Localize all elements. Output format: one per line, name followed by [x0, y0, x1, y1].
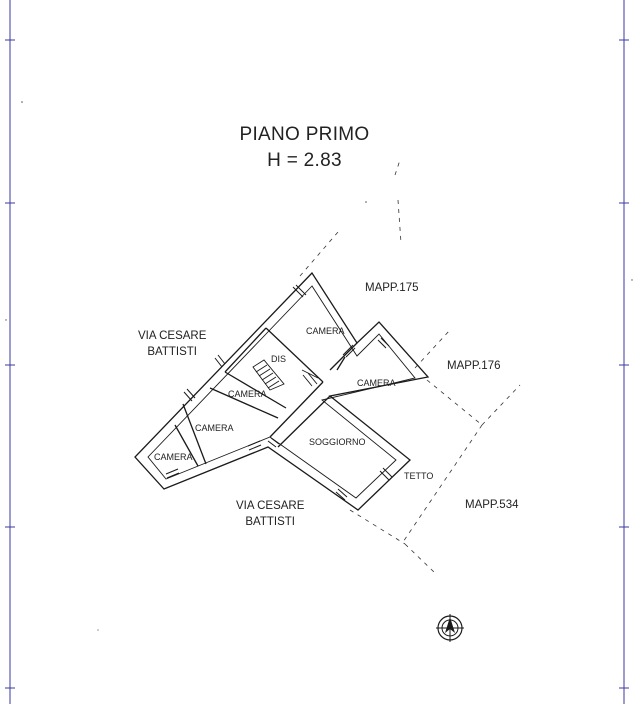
drawing-title: PIANO PRIMO — [239, 124, 370, 145]
ceiling-height: H = 2.83 — [267, 150, 342, 171]
north-arrow-icon — [436, 614, 464, 642]
scan-specks — [5, 101, 633, 631]
staircase — [252, 359, 319, 391]
street-name: VIA CESARE — [236, 500, 305, 512]
street-label-south: VIA CESARE BATTISTI — [236, 498, 304, 530]
room-label: CAMERA — [228, 389, 267, 399]
room-label: CAMERA — [154, 452, 193, 462]
building-walls — [134, 271, 430, 511]
street-name: VIA CESARE — [138, 330, 207, 342]
street-label-west: VIA CESARE BATTISTI — [138, 328, 206, 360]
room-label: CAMERA — [195, 423, 234, 433]
sheet-border — [5, 0, 629, 704]
parcel-label: MAPP.175 — [365, 282, 419, 294]
windows — [165, 284, 393, 501]
room-label: CAMERA — [306, 326, 345, 336]
street-name: BATTISTI — [245, 516, 295, 528]
room-label: DIS — [271, 354, 286, 364]
property-boundaries — [299, 159, 521, 574]
roof-label: TETTO — [404, 471, 433, 481]
parcel-label: MAPP.176 — [447, 360, 501, 372]
room-label: CAMERA — [357, 378, 396, 388]
street-name: BATTISTI — [147, 346, 197, 358]
room-label: SOGGIORNO — [309, 437, 366, 447]
parcel-label: MAPP.534 — [465, 499, 519, 511]
